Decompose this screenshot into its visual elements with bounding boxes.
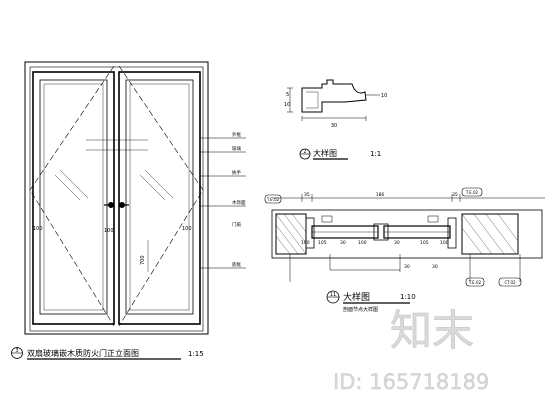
elevation-scale: 1:15 — [188, 350, 204, 358]
door-outer-frame — [24, 61, 209, 335]
plan-subtitle: 剖面节点大样图 — [343, 306, 378, 313]
watermark-brand: 知末 — [390, 306, 474, 355]
elevation-dim-left: 100 — [33, 226, 43, 232]
elevation-title-block: 3 双扇玻璃嵌木质防火门正立面图 1:15 — [11, 347, 204, 360]
plan-dim-mid: 100 — [440, 240, 449, 246]
profile-dim-height-b: 10 — [284, 102, 290, 108]
glass-panel-right — [125, 79, 194, 315]
plan-dim-mid: 30 — [394, 240, 400, 246]
plan-dim-mid: 100 — [301, 240, 310, 246]
door-elevation — [24, 61, 246, 335]
plan-dim-mid: 100 — [358, 240, 367, 246]
side-label: 门扇 — [232, 221, 241, 228]
plan-ref-marker: 11 — [330, 292, 336, 298]
profile-ref-marker: 2 — [303, 149, 306, 155]
door-leaf-left — [32, 71, 115, 325]
watermark-id: ID: 165718189 — [333, 370, 489, 394]
plan-tag: T.E.02 — [465, 190, 479, 195]
profile-dim-width: 30 — [331, 123, 337, 129]
profile-title-block: 2 大样图 1:1 — [299, 148, 381, 160]
plan-dim-bottom: 30 — [404, 264, 410, 270]
swing-line-left — [29, 65, 115, 327]
side-label: 执手 — [232, 169, 241, 176]
door-inner-frame — [29, 66, 204, 332]
glass-panel-left — [39, 79, 108, 315]
profile-title: 大样图 — [313, 148, 337, 158]
profile-dim-height-a: 5 — [286, 92, 289, 98]
side-label: 玻璃 — [232, 145, 241, 152]
plan-tag: CT.02 — [504, 280, 516, 285]
plan-dim-top: 186 — [376, 192, 385, 198]
plan-tag: T.E.02 — [468, 280, 482, 285]
elevation-dim-right: 100 — [182, 226, 192, 232]
plan-scale: 1:10 — [400, 293, 416, 301]
plan-dim-mid: 105 — [420, 240, 429, 246]
profile-detail — [287, 79, 380, 121]
plan-dim-mid: 30 — [340, 240, 346, 246]
side-label: 底框 — [232, 261, 241, 268]
ref-marker-number: 3 — [15, 348, 18, 354]
elevation-dim-lower: 700 — [140, 255, 146, 265]
profile-dim-right: 10 — [381, 93, 387, 99]
plan-tag: T.E.02 — [266, 197, 280, 202]
plan-title: 大样图 — [343, 291, 370, 303]
plan-dim-bottom: 30 — [432, 264, 438, 270]
elevation-title: 双扇玻璃嵌木质防火门正立面图 — [27, 348, 139, 358]
plan-dimensions: 35 186 35 100 105 30 100 30 105 100 30 3… — [301, 192, 458, 270]
wall-section — [271, 209, 543, 259]
elevation-side-labels: 外框 玻璃 执手 木饰面 门扇 底框 — [232, 131, 246, 268]
swing-line-right — [118, 65, 204, 327]
watermark: 知末 ID: 165718189 — [333, 306, 490, 395]
moulding-profile — [301, 79, 367, 113]
plan-title-block: 11 大样图 1:10 剖面节点大样图 — [326, 290, 416, 313]
side-label: 外框 — [232, 131, 241, 138]
side-label: 木饰面 — [232, 199, 246, 206]
plan-tags: T.E.02 T.E.02 T.E.02 CT.02 — [266, 190, 516, 285]
profile-scale: 1:1 — [370, 150, 381, 158]
plan-section — [264, 187, 545, 287]
watermark-logo: 知末 — [390, 306, 474, 355]
plan-dim-top: 35 — [452, 192, 458, 198]
door-leaf-right — [118, 71, 201, 325]
right-wall — [461, 213, 519, 255]
elevation-dim-center: 100 — [104, 228, 114, 234]
plan-dim-top: 35 — [304, 192, 310, 198]
plan-dim-mid: 105 — [318, 240, 327, 246]
